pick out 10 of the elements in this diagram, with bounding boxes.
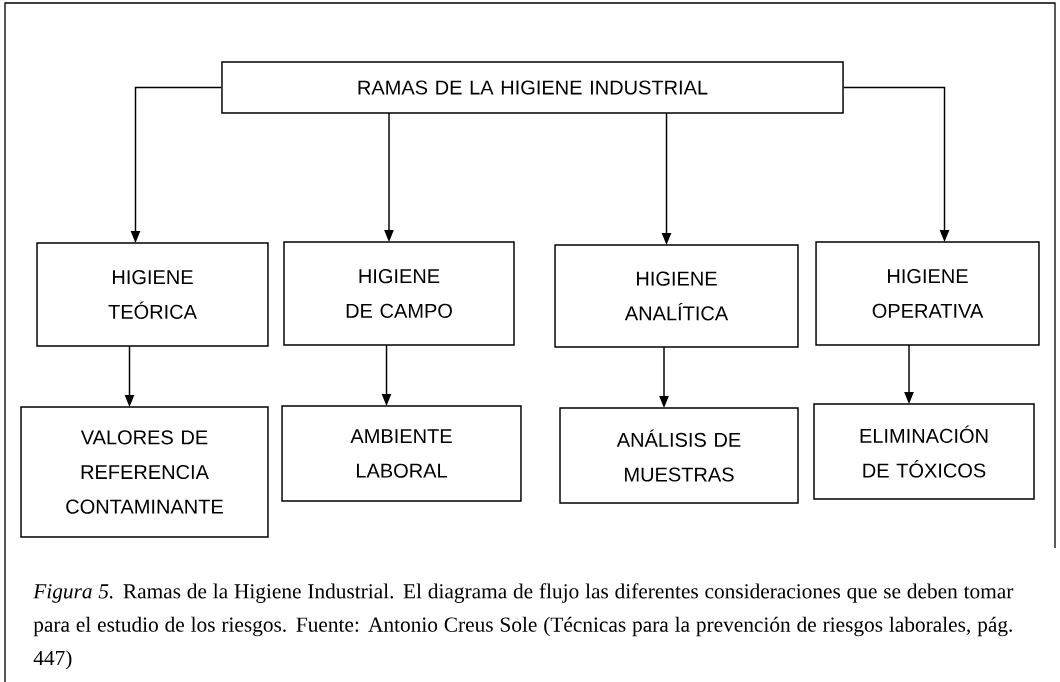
box: HIGIENE OPERATIVA [815, 241, 1040, 346]
box: AMBIENTE LABORAL [281, 405, 522, 502]
caption: Figura 5. Ramas de la Higiene Industrial. El diagrama de flujo las diferentes consideraciones que se deben tomar para el estudio de los riesgos. Fuente: Antonio Creus Sole (Técnicas para la prevención de riesgos laborales, pág. 447) [33, 583, 1014, 670]
box: ELIMINACIÓN DE TÓXICOS [813, 403, 1035, 500]
box: HIGIENE TEÓRICA [36, 242, 269, 347]
box: VALORES DE REFERENCIA CONTAMINANTE [20, 406, 269, 538]
box: HIGIENE DE CAMPO [283, 241, 515, 346]
box: ANÁLISIS DE MUESTRAS [559, 407, 799, 504]
box: RAMAS DE LA HIGIENE INDUSTRIAL [221, 61, 844, 114]
box: HIGIENE ANALÍTICA [554, 244, 799, 348]
